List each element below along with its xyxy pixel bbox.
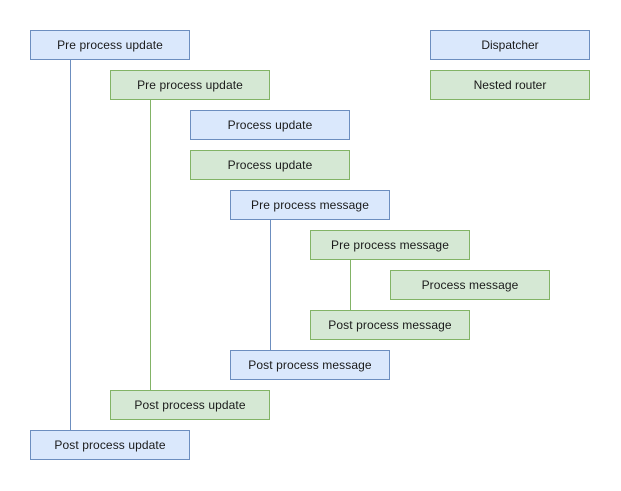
- node-process-update-nested[interactable]: Process update: [190, 150, 350, 180]
- node-label: Pre process message: [251, 197, 369, 212]
- node-label: Process update: [227, 117, 313, 132]
- connector-link-nested-update: [150, 100, 151, 390]
- node-post-process-message-dispatcher[interactable]: Post process message: [230, 350, 390, 380]
- node-post-process-update-dispatcher[interactable]: Post process update: [30, 430, 190, 460]
- node-label: Pre process update: [137, 77, 243, 92]
- node-post-process-update-nested[interactable]: Post process update: [110, 390, 270, 420]
- node-label: Post process message: [248, 357, 372, 372]
- node-pre-process-update-dispatcher[interactable]: Pre process update: [30, 30, 190, 60]
- node-post-process-message-nested[interactable]: Post process message: [310, 310, 470, 340]
- connector-link-dispatcher-update: [70, 60, 71, 430]
- legend-item-dispatcher[interactable]: Dispatcher: [430, 30, 590, 60]
- node-label: Pre process update: [57, 37, 163, 52]
- node-label: Post process update: [54, 437, 166, 452]
- node-pre-process-message-nested[interactable]: Pre process message: [310, 230, 470, 260]
- node-pre-process-message-dispatcher[interactable]: Pre process message: [230, 190, 390, 220]
- node-label: Post process message: [328, 317, 452, 332]
- legend-item-nested[interactable]: Nested router: [430, 70, 590, 100]
- legend-item-label: Nested router: [473, 78, 547, 92]
- node-label: Process update: [227, 157, 313, 172]
- connector-link-nested-message: [350, 260, 351, 310]
- node-process-message-nested[interactable]: Process message: [390, 270, 550, 300]
- node-pre-process-update-nested[interactable]: Pre process update: [110, 70, 270, 100]
- node-label: Pre process message: [331, 237, 449, 252]
- connector-link-dispatcher-message: [270, 220, 271, 350]
- legend-item-label: Dispatcher: [481, 38, 539, 52]
- node-label: Process message: [421, 277, 519, 292]
- node-label: Post process update: [134, 397, 246, 412]
- node-process-update-dispatcher[interactable]: Process update: [190, 110, 350, 140]
